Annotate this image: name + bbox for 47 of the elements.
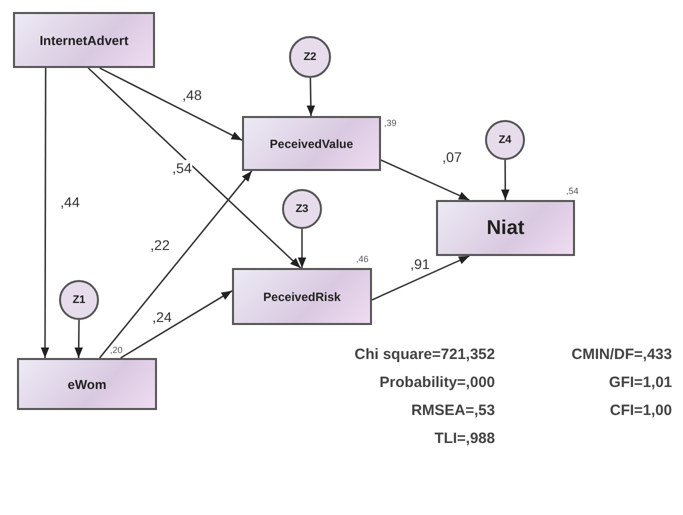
error-term-circle — [485, 120, 525, 160]
arrow — [372, 255, 470, 301]
arrow — [74, 320, 83, 358]
r-squared-value: ,39 — [384, 118, 397, 128]
edge-label: ,44 — [59, 194, 81, 210]
fit-statistic: CFI=1,00 — [610, 402, 672, 419]
error-term-circle — [282, 189, 322, 229]
fit-statistic: RMSEA=,53 — [411, 402, 495, 419]
arrow — [40, 68, 50, 358]
fit-statistic: Probability=,000 — [380, 374, 495, 391]
arrow — [99, 170, 252, 358]
r-squared-value: ,46 — [356, 254, 369, 264]
variable-box — [232, 268, 372, 325]
edge-label: ,48 — [181, 87, 203, 103]
arrow — [380, 159, 470, 201]
variable-name: PeceivedRisk — [263, 290, 341, 304]
edge-label: ,22 — [149, 237, 171, 253]
variable-name: Z1 — [72, 294, 86, 306]
fit-statistic: GFI=1,01 — [609, 374, 672, 391]
arrow — [99, 67, 242, 141]
variable-name: Niat — [486, 216, 524, 240]
r-squared-value: ,54 — [566, 186, 579, 196]
r-squared-value: ,20 — [110, 345, 123, 355]
arrow — [501, 160, 510, 200]
arrow — [298, 229, 306, 268]
variable-box — [436, 200, 575, 256]
arrow — [306, 78, 316, 116]
variable-name: Z2 — [304, 51, 316, 63]
fit-statistic: TLI=,988 — [434, 430, 495, 447]
edge-label: ,91 — [409, 256, 431, 272]
variable-box — [13, 12, 155, 68]
fit-statistic: Chi square=721,352 — [354, 346, 495, 363]
edge-label: ,54 — [171, 160, 193, 176]
edge-label: ,07 — [441, 149, 463, 165]
variable-box — [242, 116, 381, 171]
variable-name: PeceivedValue — [270, 136, 354, 150]
variable-name: eWom — [68, 376, 106, 392]
error-term-circle — [289, 36, 331, 78]
fit-statistic: CMIN/DF=,433 — [572, 346, 672, 363]
variable-box — [17, 358, 157, 410]
arrow — [88, 67, 302, 269]
edge-label: ,24 — [151, 309, 173, 325]
variable-name: Z3 — [296, 203, 308, 215]
arrow — [120, 290, 232, 359]
variable-name: Z4 — [498, 134, 512, 146]
variable-name: InternetAdvert — [40, 32, 128, 48]
error-term-circle — [59, 280, 99, 320]
